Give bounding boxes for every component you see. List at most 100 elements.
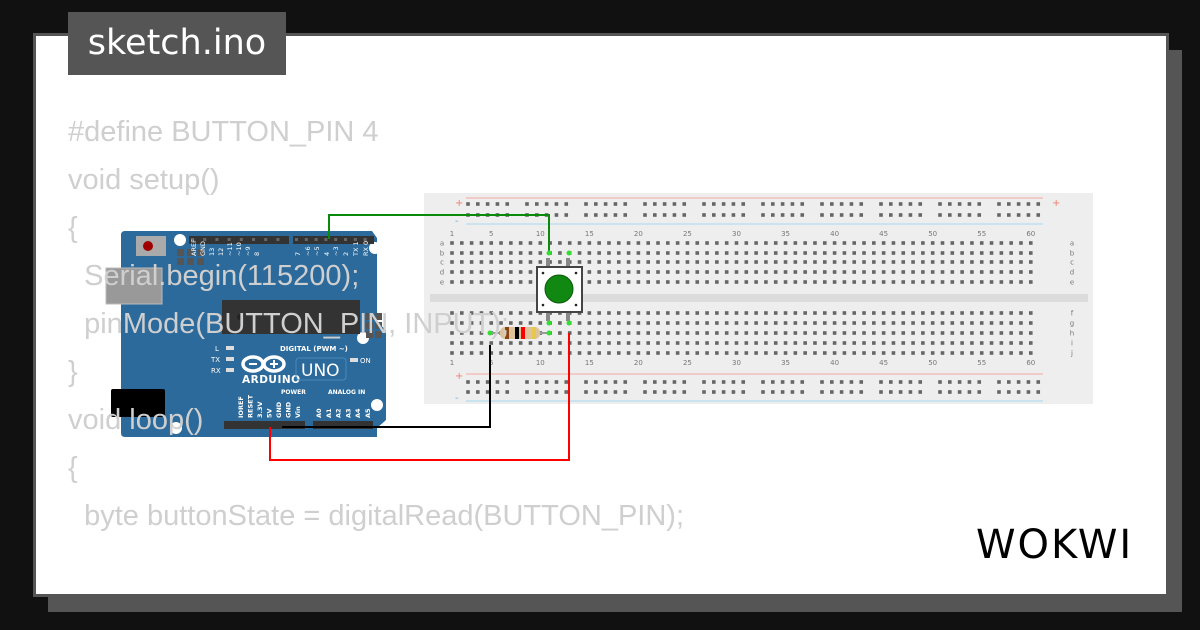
breadboard-hole[interactable] <box>1019 241 1023 245</box>
breadboard-hole[interactable] <box>489 351 494 355</box>
rail-hole[interactable] <box>505 380 510 384</box>
breadboard-hole[interactable] <box>862 241 866 245</box>
rail-hole[interactable] <box>898 213 903 217</box>
breadboard-hole[interactable] <box>646 341 650 345</box>
breadboard-hole[interactable] <box>881 260 886 264</box>
rail-hole[interactable] <box>554 390 559 394</box>
breadboard-hole[interactable] <box>842 260 847 264</box>
rail-hole[interactable] <box>889 380 893 384</box>
breadboard-hole[interactable] <box>744 321 749 325</box>
rail-hole[interactable] <box>761 202 765 206</box>
breadboard-hole[interactable] <box>793 331 798 335</box>
breadboard-hole[interactable] <box>518 351 523 355</box>
breadboard-hole[interactable] <box>783 331 788 335</box>
breadboard-hole[interactable] <box>656 241 660 245</box>
breadboard-hole[interactable] <box>930 351 935 355</box>
breadboard-hole[interactable] <box>960 331 964 335</box>
breadboard-hole[interactable] <box>509 341 513 345</box>
breadboard-hole[interactable] <box>734 351 739 355</box>
breadboard-hole[interactable] <box>548 260 552 264</box>
breadboard-hole[interactable] <box>803 260 807 264</box>
rail-hole[interactable] <box>485 202 490 206</box>
rail-hole[interactable] <box>908 202 913 206</box>
breadboard-hole[interactable] <box>666 341 670 345</box>
rail-hole[interactable] <box>898 390 903 394</box>
breadboard-hole[interactable] <box>764 251 768 255</box>
breadboard-hole[interactable] <box>469 351 474 355</box>
breadboard-hole[interactable] <box>597 251 601 255</box>
rail-hole[interactable] <box>1007 213 1011 217</box>
breadboard-hole[interactable] <box>450 241 454 245</box>
breadboard-hole[interactable] <box>1009 311 1013 315</box>
breadboard-hole[interactable] <box>911 260 915 264</box>
rail-hole[interactable] <box>800 390 805 394</box>
breadboard-hole[interactable] <box>881 351 886 355</box>
rail-hole[interactable] <box>859 390 864 394</box>
breadboard-hole[interactable] <box>852 351 857 355</box>
breadboard-hole[interactable] <box>724 351 729 355</box>
breadboard-hole[interactable] <box>479 331 484 335</box>
breadboard-hole[interactable] <box>587 260 592 264</box>
breadboard-hole[interactable] <box>960 280 964 284</box>
breadboard-hole[interactable] <box>734 241 739 245</box>
rail-hole[interactable] <box>771 202 775 206</box>
rail-hole[interactable] <box>997 390 1001 394</box>
rail-hole[interactable] <box>643 213 647 217</box>
breadboard-hole[interactable] <box>724 311 729 315</box>
breadboard-hole[interactable] <box>695 321 700 325</box>
breadboard-hole[interactable] <box>646 321 650 325</box>
rail-hole[interactable] <box>712 213 716 217</box>
rail-hole[interactable] <box>957 202 962 206</box>
rail-hole[interactable] <box>721 213 726 217</box>
breadboard-hole[interactable] <box>724 260 729 264</box>
pushbutton-cap[interactable] <box>544 274 574 304</box>
breadboard-hole[interactable] <box>862 311 866 315</box>
breadboard-hole[interactable] <box>754 241 758 245</box>
rail-hole[interactable] <box>505 390 510 394</box>
breadboard-hole[interactable] <box>822 270 827 274</box>
breadboard-hole[interactable] <box>675 241 680 245</box>
rail-hole[interactable] <box>1016 380 1021 384</box>
rail-hole[interactable] <box>800 213 805 217</box>
breadboard-hole[interactable] <box>675 341 680 345</box>
breadboard-hole[interactable] <box>921 341 925 345</box>
rail-hole[interactable] <box>623 202 628 206</box>
rail-hole[interactable] <box>603 213 608 217</box>
breadboard-hole[interactable] <box>656 251 660 255</box>
breadboard-hole[interactable] <box>862 341 866 345</box>
rail-hole[interactable] <box>908 380 913 384</box>
breadboard-hole[interactable] <box>528 321 533 325</box>
breadboard-hole[interactable] <box>803 280 807 284</box>
breadboard-hole[interactable] <box>518 280 523 284</box>
rail-hole[interactable] <box>957 380 962 384</box>
rail-hole[interactable] <box>672 390 677 394</box>
breadboard-hole[interactable] <box>685 351 690 355</box>
breadboard-hole[interactable] <box>1019 351 1023 355</box>
breadboard-hole[interactable] <box>450 351 454 355</box>
breadboard-hole[interactable] <box>499 311 503 315</box>
breadboard-hole[interactable] <box>901 321 906 325</box>
breadboard-hole[interactable] <box>773 241 778 245</box>
rail-hole[interactable] <box>721 202 726 206</box>
breadboard-hole[interactable] <box>1028 260 1033 264</box>
breadboard-hole[interactable] <box>567 241 572 245</box>
rail-hole[interactable] <box>495 380 500 384</box>
breadboard-hole[interactable] <box>754 280 758 284</box>
rail-hole[interactable] <box>957 390 962 394</box>
breadboard-hole[interactable] <box>989 260 994 264</box>
breadboard-hole[interactable] <box>577 251 582 255</box>
breadboard-hole[interactable] <box>607 321 611 325</box>
breadboard-hole[interactable] <box>656 341 660 345</box>
rail-hole[interactable] <box>1007 390 1011 394</box>
breadboard-hole[interactable] <box>754 270 758 274</box>
rail-hole[interactable] <box>564 390 569 394</box>
rail-hole[interactable] <box>535 380 539 384</box>
breadboard-hole[interactable] <box>587 341 592 345</box>
breadboard-hole[interactable] <box>558 351 562 355</box>
breadboard-hole[interactable] <box>1028 321 1033 325</box>
breadboard-hole[interactable] <box>607 260 611 264</box>
breadboard-hole[interactable] <box>911 251 915 255</box>
breadboard-hole[interactable] <box>764 311 768 315</box>
breadboard-hole[interactable] <box>989 280 994 284</box>
breadboard-hole[interactable] <box>832 341 837 345</box>
